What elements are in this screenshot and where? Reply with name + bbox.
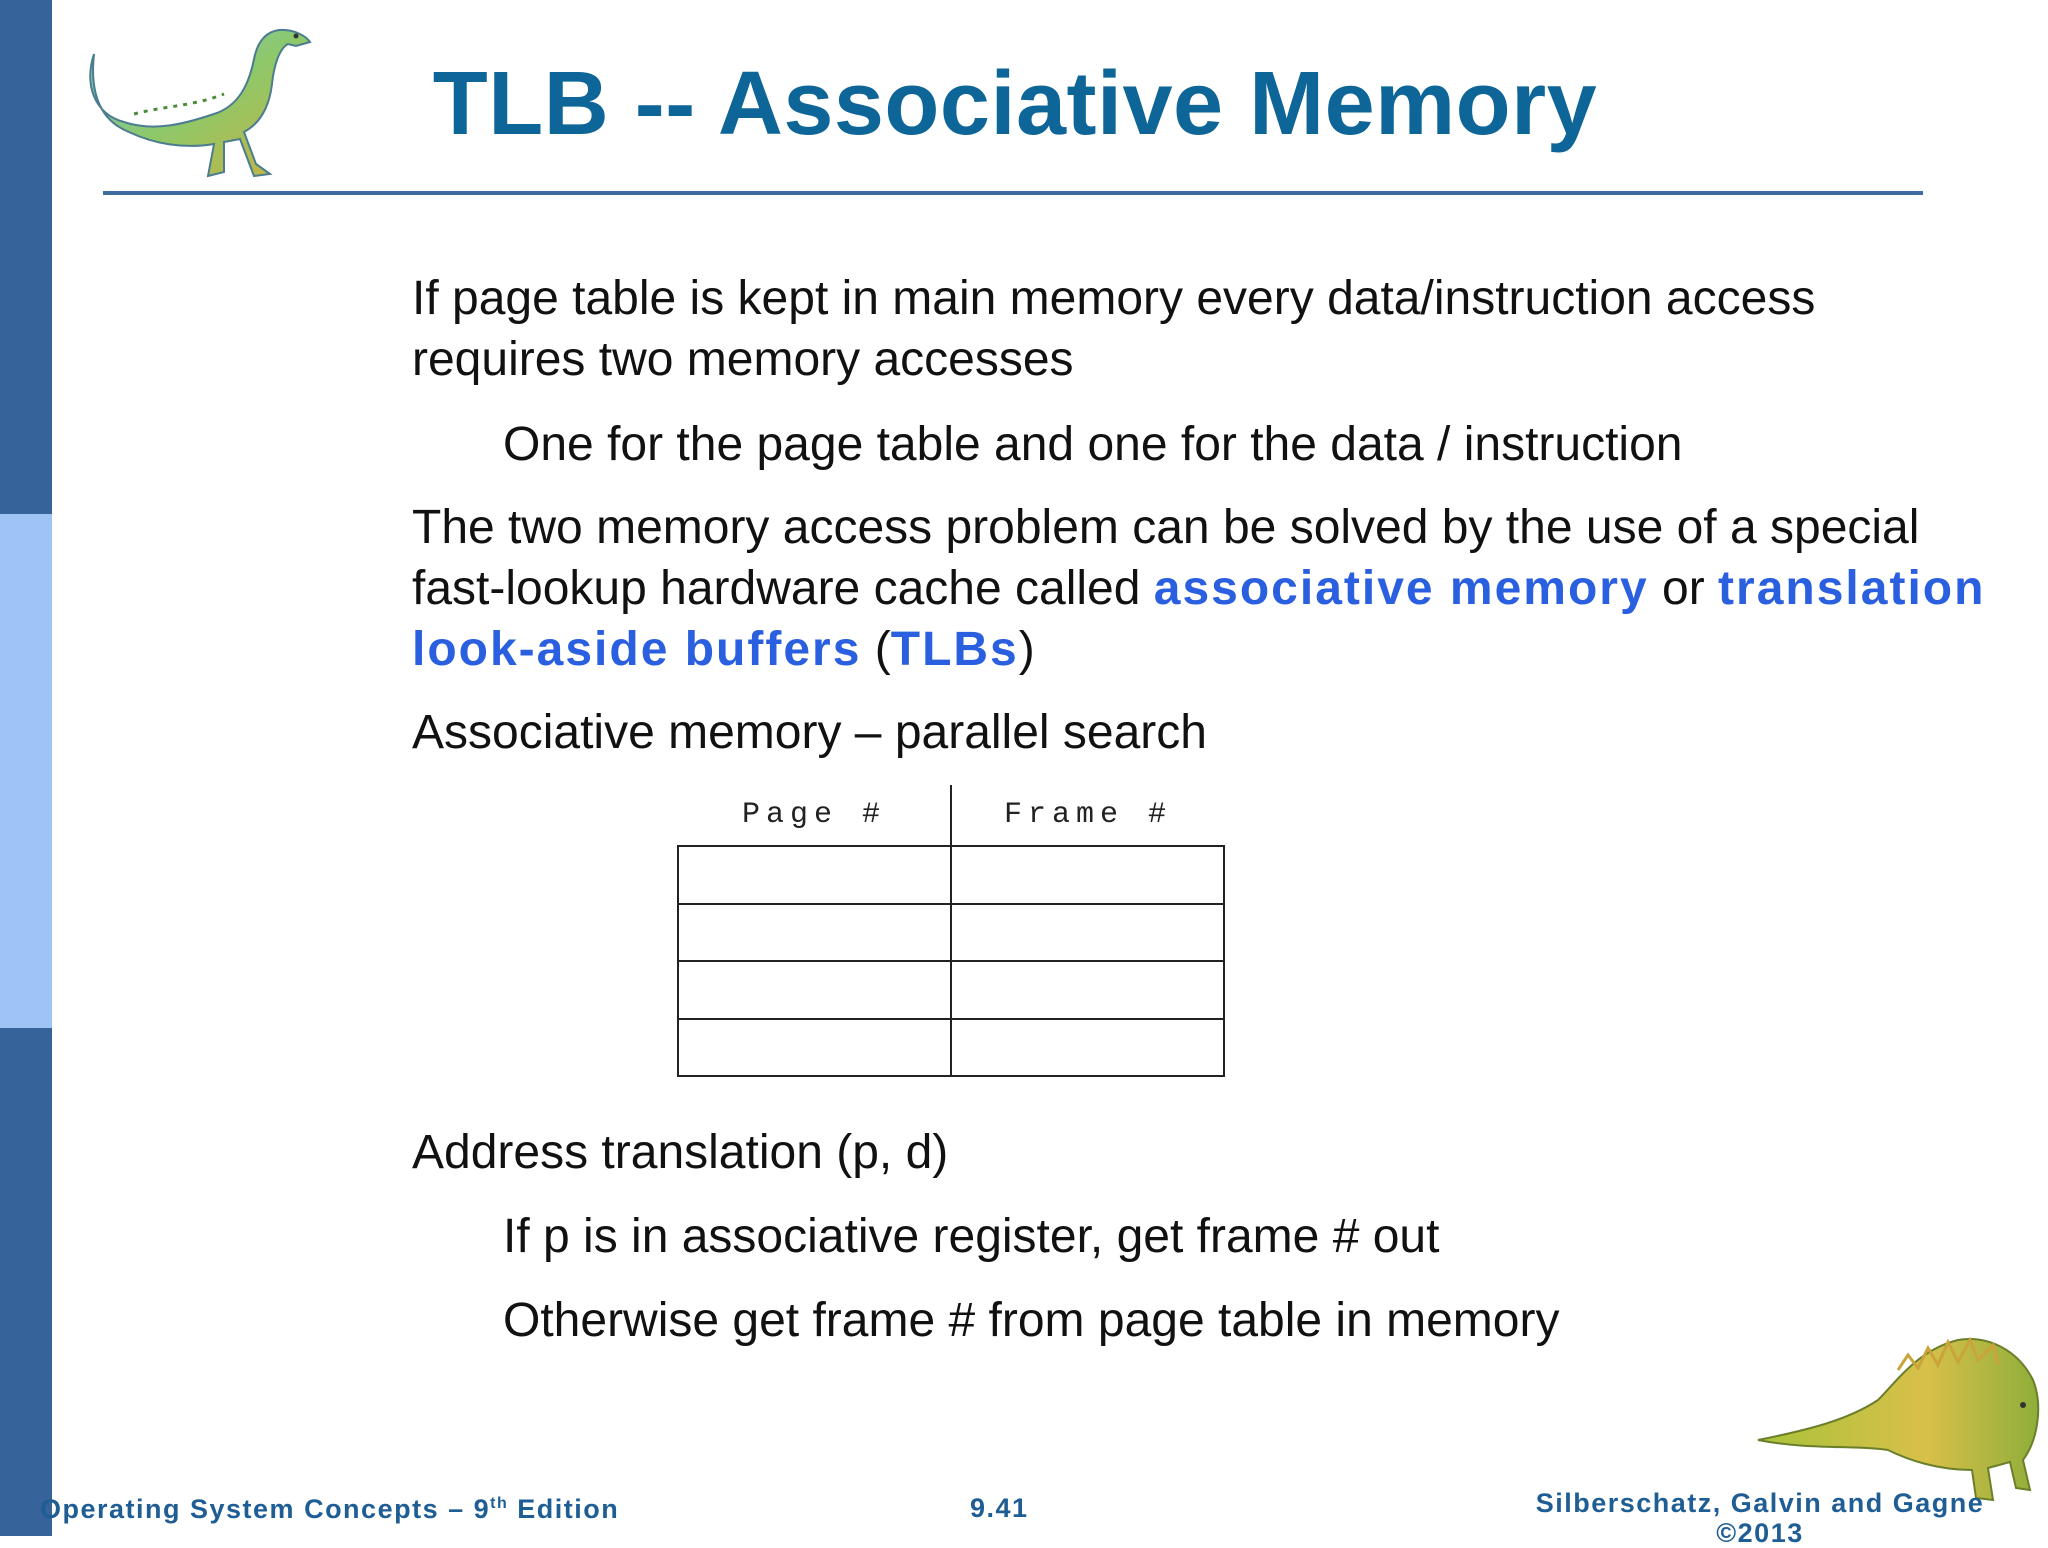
bullet-page-table-access: If page table is kept in main memory eve… xyxy=(412,272,1816,386)
sidebar-top-block xyxy=(0,0,52,514)
table-header-page: Page # xyxy=(741,798,887,832)
keyword-tlbs: TLBs xyxy=(890,623,1019,676)
table-row xyxy=(677,1017,1225,1077)
left-sidebar-band xyxy=(0,0,52,1536)
footer-authors: Silberschatz, Galvin and Gagne ©2013 xyxy=(1520,1488,2000,1548)
paren-open: ( xyxy=(861,623,891,676)
footer-authors-names: Silberschatz, Galvin and Gagne xyxy=(1535,1488,1985,1518)
footer-book-title: Operating System Concepts – 9th Edition xyxy=(40,1494,619,1525)
bullet-or-text: or xyxy=(1648,562,1719,615)
table-cell xyxy=(677,960,952,1020)
slide-title: TLB -- Associative Memory xyxy=(432,54,1598,154)
table-cell xyxy=(950,902,1225,962)
sidebar-middle-block xyxy=(0,514,52,1028)
slide-number: 9.41 xyxy=(970,1493,1029,1523)
bullet-associative-solution: The two memory access problem can be sol… xyxy=(412,497,2012,680)
bullet-address-translation: Address translation (p, d) xyxy=(412,1126,949,1179)
footer-book-title-sup: th xyxy=(490,1495,509,1512)
title-divider xyxy=(103,191,1923,195)
keyword-translation-lookaside-buffers: translation look-aside buffers xyxy=(412,562,1986,676)
keyword-associative-memory: associative memory xyxy=(1153,562,1649,615)
sidebar-bottom-block xyxy=(0,1028,52,1536)
dinosaur-corner-icon xyxy=(1757,1336,2040,1502)
tlb-table: Page # Frame # xyxy=(677,785,1227,1085)
table-cell xyxy=(677,1017,952,1077)
bullet-parallel-search: Associative memory – parallel search xyxy=(412,706,1207,759)
footer-book-title-prefix: Operating System Concepts – 9 xyxy=(40,1494,491,1524)
sub-bullet-tlb-hit: If p is in associative register, get fra… xyxy=(503,1210,1440,1263)
sub-bullet-tlb-miss: Otherwise get frame # from page table in… xyxy=(503,1294,1560,1347)
table-cell xyxy=(950,845,1225,905)
dinosaur-logo-icon xyxy=(89,28,312,178)
table-header-frame: Frame # xyxy=(1003,798,1173,832)
table-cell xyxy=(677,902,952,962)
tlb-grid xyxy=(677,845,1225,1077)
table-row xyxy=(677,845,1225,905)
table-cell xyxy=(950,1017,1225,1077)
bullet-associative-text: The two memory access problem can be sol… xyxy=(412,501,1920,615)
sub-bullet-two-accesses: One for the page table and one for the d… xyxy=(503,418,1683,471)
footer-book-title-suffix: Edition xyxy=(508,1494,620,1524)
footer-copyright: ©2013 xyxy=(1716,1518,1804,1548)
table-row xyxy=(677,960,1225,1020)
table-row xyxy=(677,902,1225,962)
table-cell xyxy=(677,845,952,905)
paren-close: ) xyxy=(1018,623,1035,676)
table-cell xyxy=(950,960,1225,1020)
table-header-divider xyxy=(950,785,952,845)
